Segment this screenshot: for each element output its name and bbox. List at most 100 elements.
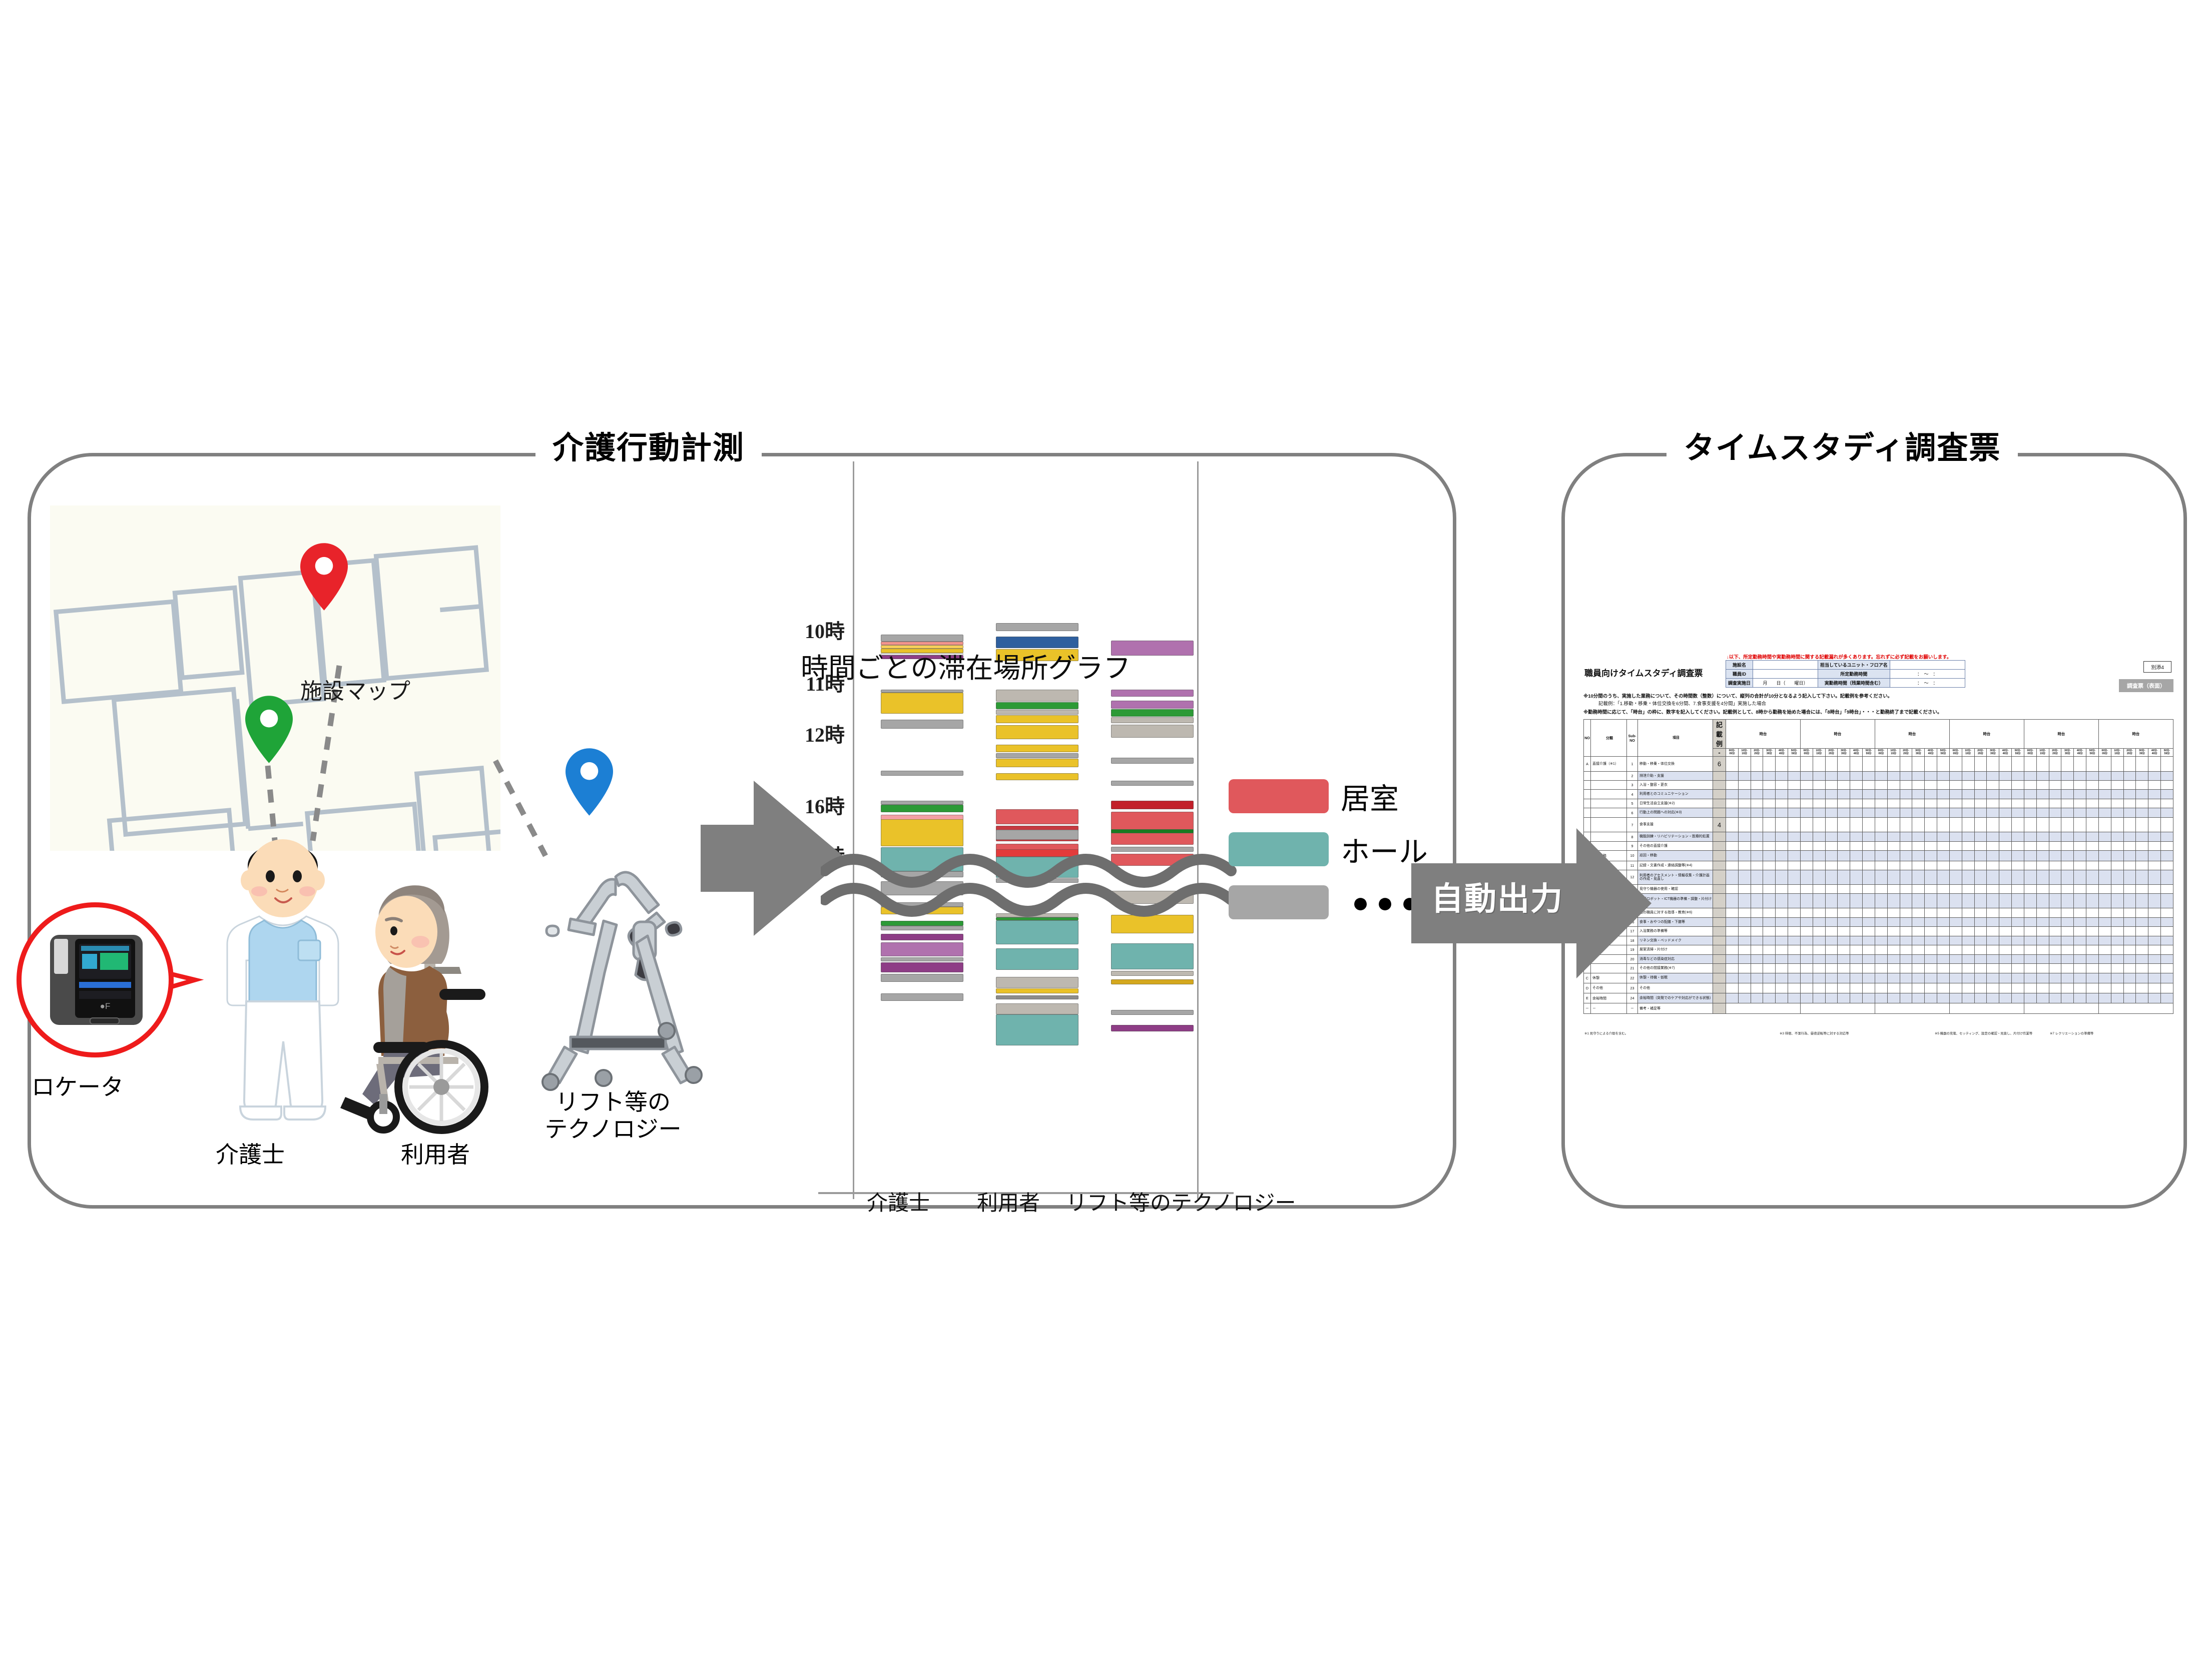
row-minute-cell[interactable] [1937,832,1950,842]
row-minute-cell[interactable] [1924,954,1938,964]
row-minute-cell[interactable] [1788,817,1801,833]
row-minute-cell[interactable] [2098,884,2111,894]
row-minute-cell[interactable] [1887,832,1900,842]
row-minute-cell[interactable] [1850,972,1863,983]
row-minute-cell[interactable] [1949,869,1962,885]
row-minute-cell[interactable] [1974,993,1987,1004]
row-minute-cell[interactable] [1850,954,1863,964]
row-minute-cell[interactable] [1899,860,1913,870]
row-minute-cell[interactable] [1924,908,1938,918]
row-minute-cell[interactable] [2048,982,2062,994]
row-minute-cell[interactable] [1812,869,1826,885]
row-minute-cell[interactable] [2098,935,2111,946]
row-minute-cell[interactable] [2023,893,2037,909]
row-minute-cell[interactable] [1800,832,1813,842]
row-minute-cell[interactable] [2011,884,2024,894]
row-minute-cell[interactable] [1899,908,1913,918]
row-minute-cell[interactable] [1837,832,1851,842]
row-minute-cell[interactable] [1986,771,2000,781]
row-minute-cell[interactable] [2073,893,2087,909]
row-minute-cell[interactable] [2148,972,2161,983]
row-minute-cell[interactable] [2036,945,2049,955]
row-minute-cell[interactable] [2098,789,2111,799]
row-minute-cell[interactable] [1924,832,1938,842]
row-minute-cell[interactable] [2160,756,2174,772]
row-minute-cell[interactable] [1961,963,1975,973]
row-minute-cell[interactable] [1788,963,1801,973]
row-minute-cell[interactable] [1912,860,1925,870]
row-minute-cell[interactable] [1800,798,1813,809]
row-minute-cell[interactable] [1850,832,1863,842]
row-minute-cell[interactable] [2098,780,2111,790]
row-minute-cell[interactable] [2073,884,2087,894]
row-minute-cell[interactable] [1874,860,1888,870]
row-minute-cell[interactable] [2023,884,2037,894]
row-minute-cell[interactable] [1949,935,1962,946]
row-minute-cell[interactable] [1837,756,1851,772]
row-minute-cell[interactable] [2011,954,2024,964]
row-minute-cell[interactable] [2086,908,2099,918]
row-minute-cell[interactable] [1738,926,1751,936]
row-minute-cell[interactable] [2023,963,2037,973]
row-minute-cell[interactable] [2023,935,2037,946]
row-minute-cell[interactable] [2036,808,2049,818]
row-minute-cell[interactable] [1750,832,1764,842]
row-minute-cell[interactable] [2135,850,2149,861]
row-minute-cell[interactable] [1961,893,1975,909]
row-minute-cell[interactable] [1775,972,1789,983]
row-minute-cell[interactable] [2160,817,2174,833]
row-minute-cell[interactable] [1775,963,1789,973]
row-minute-cell[interactable] [1788,841,1801,851]
row-minute-cell[interactable] [2135,869,2149,885]
row-minute-cell[interactable] [1726,798,1739,809]
row-minute-cell[interactable] [2160,908,2174,918]
row-minute-cell[interactable] [1912,935,1925,946]
row-minute-cell[interactable] [2123,860,2136,870]
row-minute-cell[interactable] [1887,945,1900,955]
row-minute-cell[interactable] [2148,841,2161,851]
row-minute-cell[interactable] [2061,869,2074,885]
row-minute-cell[interactable] [1775,798,1789,809]
row-minute-cell[interactable] [1887,780,1900,790]
row-minute-cell[interactable] [1837,945,1851,955]
row-minute-cell[interactable] [1949,926,1962,936]
row-minute-cell[interactable] [2073,954,2087,964]
row-minute-cell[interactable] [2135,993,2149,1004]
row-minute-cell[interactable] [2073,963,2087,973]
row-minute-cell[interactable] [1763,771,1776,781]
row-minute-cell[interactable] [2023,798,2037,809]
row-minute-cell[interactable] [1874,780,1888,790]
row-minute-cell[interactable] [1738,789,1751,799]
row-minute-cell[interactable] [1912,832,1925,842]
row-minute-cell[interactable] [2135,771,2149,781]
row-minute-cell[interactable] [2036,917,2049,927]
row-minute-cell[interactable] [1788,756,1801,772]
row-minute-cell[interactable] [2098,798,2111,809]
row-remark-cell[interactable] [2098,1003,2174,1014]
row-minute-cell[interactable] [1912,869,1925,885]
row-minute-cell[interactable] [1837,884,1851,894]
row-minute-cell[interactable] [1788,954,1801,964]
row-minute-cell[interactable] [1986,798,2000,809]
row-minute-cell[interactable] [1862,798,1875,809]
row-minute-cell[interactable] [2098,926,2111,936]
row-minute-cell[interactable] [1974,908,1987,918]
row-minute-cell[interactable] [1912,771,1925,781]
row-minute-cell[interactable] [2098,982,2111,994]
row-minute-cell[interactable] [2098,954,2111,964]
row-minute-cell[interactable] [2148,756,2161,772]
row-minute-cell[interactable] [1850,935,1863,946]
row-minute-cell[interactable] [1986,860,2000,870]
row-minute-cell[interactable] [1937,808,1950,818]
row-minute-cell[interactable] [1912,780,1925,790]
row-minute-cell[interactable] [1750,982,1764,994]
row-minute-cell[interactable] [1750,926,1764,936]
row-minute-cell[interactable] [1775,780,1789,790]
row-minute-cell[interactable] [1862,945,1875,955]
row-minute-cell[interactable] [2135,908,2149,918]
row-minute-cell[interactable] [2048,869,2062,885]
row-minute-cell[interactable] [1850,756,1863,772]
row-minute-cell[interactable] [1726,869,1739,885]
row-minute-cell[interactable] [2148,884,2161,894]
row-minute-cell[interactable] [2036,893,2049,909]
